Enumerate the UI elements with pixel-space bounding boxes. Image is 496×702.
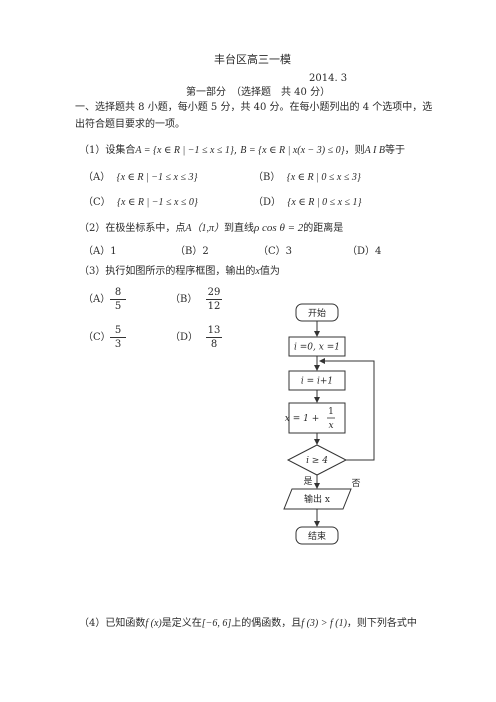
- flow-output-label: 输出 x: [304, 493, 330, 505]
- q1-option-a: （A） {x ∈ R | −1 ≤ x ≤ 3}: [83, 171, 197, 184]
- q3-option-d-label: （D）: [170, 332, 199, 343]
- q3-option-a-den: 5: [114, 301, 122, 312]
- question-4-stem: （4）已知函数f (x)是定义在[−6, 6]上的偶函数，且f (3) > f …: [79, 617, 417, 630]
- q4-interval: [−6, 6]: [201, 618, 232, 629]
- q1-option-d-text: {x ∈ R | 0 ≤ x ≤ 1}: [287, 197, 362, 208]
- q1-set-a: A = {x ∈ R | −1 ≤ x ≤ 1}: [135, 145, 234, 156]
- section-instruction-line1: 一、选择题共 8 小题，每小题 5 分，共 40 分。在每小题列出的 4 个选项…: [75, 102, 433, 113]
- q3-option-d-num: 13: [207, 325, 221, 336]
- q3-var: x: [255, 266, 260, 277]
- q4-mid1: 是定义在: [161, 618, 202, 629]
- flow-start-label: 开始: [308, 307, 326, 319]
- section-instruction-line2: 出符合题目要求的一项。: [75, 119, 185, 130]
- q1-option-d-label: （D）: [253, 197, 282, 208]
- q3-option-d-den: 8: [210, 339, 218, 350]
- q4-mid2: 上的偶函数，且: [231, 618, 302, 629]
- q1-option-c-label: （C）: [83, 197, 111, 208]
- q2-option-c: （C）3: [258, 246, 293, 257]
- q4-ineq: f (3) > f (1): [301, 618, 347, 629]
- q1-option-d: （D） {x ∈ R | 0 ≤ x ≤ 1}: [253, 196, 362, 209]
- q2-option-a: （A）1: [83, 246, 117, 257]
- q1-option-b: （B） {x ∈ R | 0 ≤ x ≤ 3}: [253, 171, 361, 184]
- q2-point: A（1,π）: [185, 223, 224, 234]
- q4-fx: f (x): [145, 618, 162, 629]
- q1-option-c-text: {x ∈ R | −1 ≤ x ≤ 0}: [117, 197, 198, 208]
- flow-end-box: [295, 526, 339, 545]
- q2-option-d: （D）4: [347, 246, 382, 257]
- flow-condition-label: i ≥ 4: [306, 456, 328, 466]
- q1-option-b-label: （B）: [253, 172, 281, 183]
- page-title: 丰台区高三一模: [214, 53, 291, 66]
- q3-option-b-label: （B）: [170, 294, 198, 305]
- flow-assign-left: x = 1 +: [285, 414, 319, 424]
- q2-option-b: （B）2: [175, 246, 209, 257]
- flow-end-label: 结束: [308, 530, 326, 542]
- flow-assign-den: x: [328, 421, 333, 431]
- q1-ask: 等于: [384, 145, 405, 156]
- question-3-stem: （3）执行如图所示的程序框图，输出的x值为: [79, 265, 280, 278]
- q1-option-a-label: （A）: [83, 172, 111, 183]
- flow-init-label: i =0, x =1: [294, 343, 340, 353]
- flow-yes-label: 是: [303, 476, 312, 487]
- q1-prefix: （1）设集合: [79, 145, 136, 156]
- q4-prefix: （4）已知函数: [79, 618, 146, 629]
- exam-date: 2014. 3: [309, 73, 348, 84]
- q3-option-b-num: 29: [207, 287, 221, 298]
- part-heading: 第一部分 （选择题 共 40 分）: [186, 87, 331, 98]
- flow-loop-back-line: [319, 358, 375, 461]
- q2-prefix: （2）在极坐标系中，点: [79, 223, 186, 234]
- flow-output-box: [283, 488, 352, 510]
- q1-then: ，则: [344, 145, 365, 156]
- q2-end: 的距离是: [303, 223, 344, 234]
- q4-end: ，则下列各式中: [346, 618, 417, 629]
- q3-option-a-label: （A）: [83, 294, 111, 305]
- q3-end: 值为: [259, 266, 280, 277]
- question-2-stem: （2）在极坐标系中，点A（1,π）到直线ρ cos θ = 2的距离是: [79, 222, 343, 235]
- q2-line: ρ cos θ = 2: [254, 222, 304, 234]
- q3-option-b-den: 12: [207, 301, 221, 312]
- flow-assign-num: 1: [328, 407, 334, 417]
- q1-expr: A I B: [364, 145, 385, 156]
- q3-prefix: （3）执行如图所示的程序框图，输出的: [79, 266, 256, 277]
- q1-option-a-text: {x ∈ R | −1 ≤ x ≤ 3}: [116, 172, 198, 183]
- q3-option-a-num: 8: [114, 287, 122, 298]
- q1-option-b-text: {x ∈ R | 0 ≤ x ≤ 3}: [286, 172, 361, 183]
- q3-option-c-label: （C）: [83, 332, 111, 343]
- flow-increment-label: i = i+1: [301, 377, 333, 387]
- q1-set-b: B = {x ∈ R | x(x − 3) ≤ 0}: [240, 145, 345, 156]
- q3-option-c-den: 3: [114, 339, 122, 350]
- q2-mid: 到直线: [224, 223, 254, 234]
- flow-no-label: 否: [351, 478, 360, 489]
- q1-option-c: （C） {x ∈ R | −1 ≤ x ≤ 0}: [83, 196, 198, 209]
- q3-option-c-num: 5: [114, 325, 122, 336]
- question-1-stem: （1）设集合A = {x ∈ R | −1 ≤ x ≤ 1}, B = {x ∈…: [79, 145, 405, 156]
